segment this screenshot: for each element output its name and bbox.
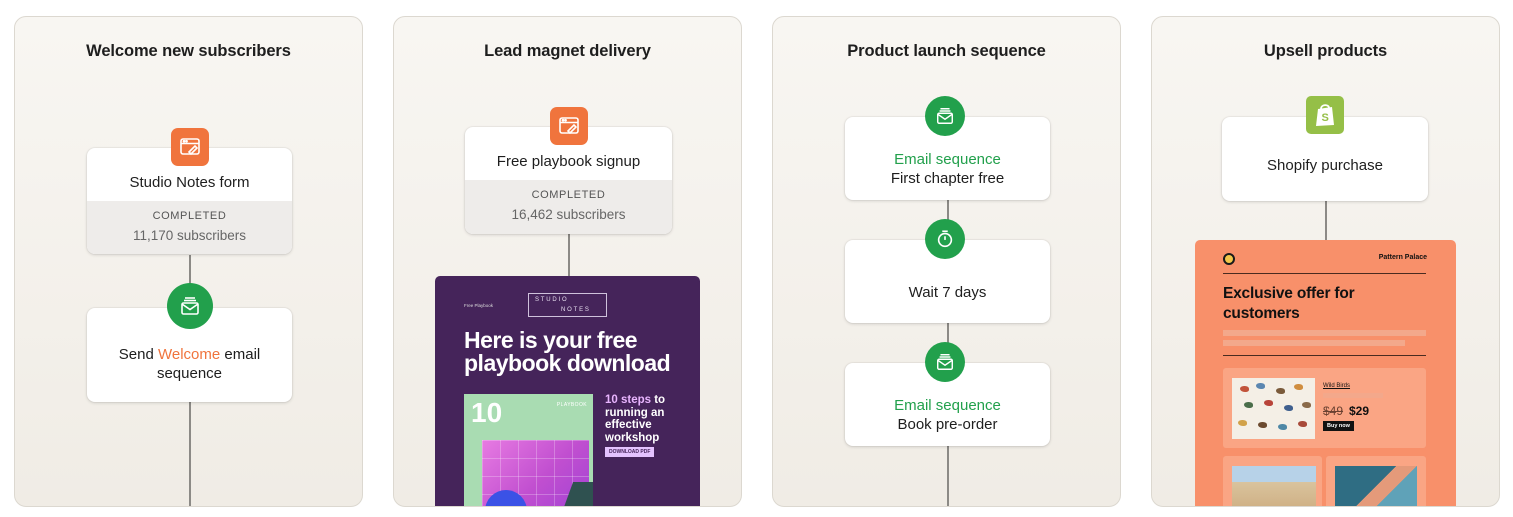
bird-shape: [1294, 384, 1303, 390]
text-placeholder: [1223, 340, 1405, 346]
trigger-label: Free playbook signup: [496, 153, 641, 170]
step-label: Book pre-order: [897, 416, 998, 433]
divider: [1223, 355, 1426, 356]
timer-icon: [925, 219, 965, 259]
panel-title: Upsell products: [1263, 42, 1388, 60]
flow-connector: [1325, 200, 1327, 242]
wild-birds-product-image: [1232, 378, 1315, 439]
product-image: [1335, 466, 1417, 506]
trigger-label: Studio Notes form: [129, 174, 250, 191]
action-label: Send Welcome email sequence: [87, 345, 292, 383]
sale-price: $29: [1349, 404, 1370, 418]
trigger-stats: COMPLETED 11,170 subscribers: [87, 201, 292, 254]
text-placeholder: [1323, 393, 1383, 398]
bird-shape: [1240, 386, 1249, 392]
product-name: Wild Birds: [1323, 383, 1351, 389]
automation-card-welcome[interactable]: Welcome new subscribers Studio Notes for…: [14, 16, 363, 507]
bird-shape: [1278, 424, 1287, 430]
trigger-card[interactable]: Studio Notes form COMPLETED 11,170 subsc…: [87, 148, 292, 254]
playbook-description: 10 steps to running an effective worksho…: [605, 394, 690, 444]
subscriber-count: 16,462 subscribers: [511, 207, 626, 222]
form-icon: [550, 107, 588, 145]
automation-card-product-launch[interactable]: Product launch sequence Email sequence F…: [772, 16, 1121, 507]
book-number: 10: [471, 397, 503, 428]
lead-magnet-email-preview: Free Playbook STUDIO NOTES Here is your …: [435, 276, 700, 506]
flow-connector: [568, 234, 570, 279]
bird-shape: [1264, 400, 1273, 406]
bird-shape: [1276, 388, 1285, 394]
action-text-line2: sequence: [156, 365, 223, 382]
trigger-stats: COMPLETED 16,462 subscribers: [465, 180, 672, 234]
email-icon: [925, 342, 965, 382]
bird-shape: [1298, 421, 1307, 427]
email-icon: [167, 283, 213, 329]
logo-bottom-text: NOTES: [561, 307, 591, 313]
panel-title: Product launch sequence: [847, 42, 1046, 60]
studio-notes-logo: STUDIO NOTES: [528, 293, 607, 317]
logo-top-text: STUDIO: [535, 297, 569, 303]
preview-tag: Free Playbook: [464, 303, 494, 308]
subscriber-count: 11,170 subscribers: [132, 228, 247, 243]
panel-title: Welcome new subscribers: [86, 42, 291, 60]
steps-text: to running an effective workshop: [605, 394, 666, 444]
action-highlight: Welcome: [157, 346, 221, 363]
action-text-after: email: [220, 346, 261, 363]
trigger-label: Shopify purchase: [1267, 157, 1383, 174]
brand-logo-icon: [1223, 253, 1235, 265]
step-kind: Email sequence: [894, 397, 1001, 414]
email-sequence-step[interactable]: Email sequence First chapter free: [845, 117, 1050, 200]
step-kind: Email sequence: [894, 151, 1001, 168]
preview-headline: Exclusive offer for customers: [1223, 285, 1355, 322]
bird-shape: [1284, 405, 1293, 411]
email-icon: [925, 96, 965, 136]
download-pdf-button: DOWNLOAD PDF: [605, 447, 655, 457]
action-text-before: Send: [118, 346, 158, 363]
divider: [1223, 273, 1426, 274]
status-badge: COMPLETED: [531, 189, 606, 201]
steps-highlight: 10 steps: [605, 394, 652, 406]
buy-now-button: Buy now: [1323, 421, 1354, 431]
bird-shape: [1302, 402, 1311, 408]
svg-text:S: S: [1322, 112, 1329, 124]
bird-shape: [1238, 420, 1247, 426]
book-tag: PLAYBOOK: [556, 402, 587, 408]
bird-shape: [1256, 383, 1265, 389]
text-placeholder: [1223, 330, 1426, 336]
step-label: First chapter free: [890, 170, 1005, 187]
brand-name: Pattern Palace: [1378, 254, 1427, 261]
panel-title: Lead magnet delivery: [484, 42, 651, 60]
automation-card-lead-magnet[interactable]: Lead magnet delivery Free playbook signu…: [393, 16, 742, 507]
cover-circle: [485, 490, 527, 506]
bird-shape: [1258, 422, 1267, 428]
preview-headline: Here is your free playbook download: [464, 327, 671, 376]
form-icon: [171, 128, 209, 166]
upsell-email-preview: Pattern Palace Exclusive offer for custo…: [1195, 240, 1456, 506]
step-label: Wait 7 days: [908, 284, 987, 301]
playbook-cover-image: 10 PLAYBOOK: [464, 394, 593, 506]
old-price: $49: [1323, 404, 1344, 418]
status-badge: COMPLETED: [152, 210, 227, 222]
automation-card-upsell[interactable]: Upsell products Shopify purchase S Patte…: [1151, 16, 1500, 507]
bird-shape: [1244, 402, 1253, 408]
product-image: [1232, 466, 1316, 506]
shopify-icon: S: [1306, 96, 1344, 134]
